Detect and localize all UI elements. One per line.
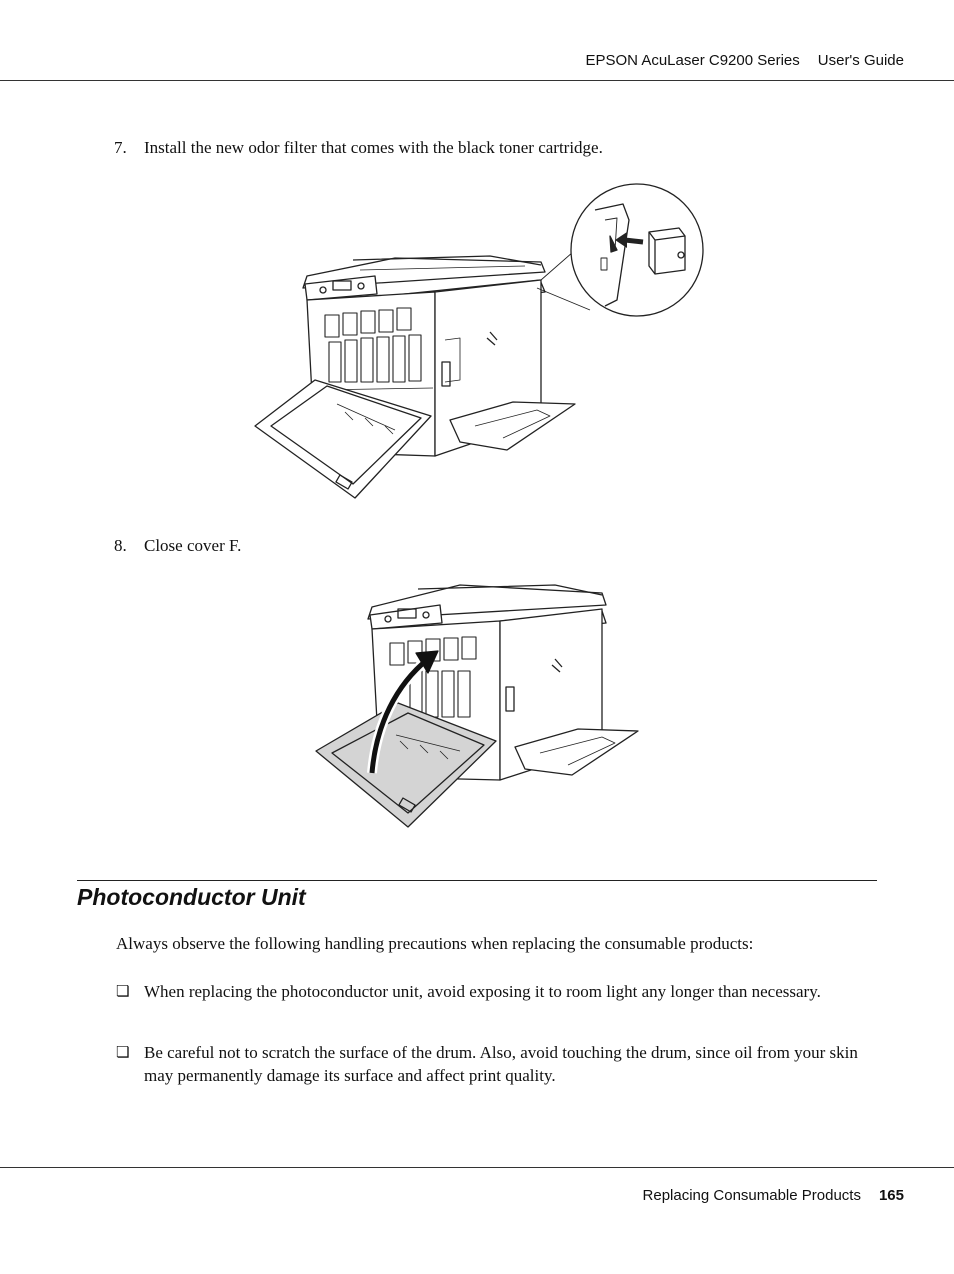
header-rule	[0, 80, 954, 81]
page-footer: Replacing Consumable Products 165	[643, 1187, 904, 1204]
footer-chapter: Replacing Consumable Products	[642, 1187, 861, 1204]
page-number: 165	[878, 1187, 904, 1204]
bullet-text: When replacing the photoconductor unit, …	[144, 982, 821, 1001]
header-guide: User's Guide	[817, 52, 904, 69]
bullet-marker: ❏	[116, 1044, 130, 1061]
step-text: Install the new odor filter that comes w…	[144, 138, 603, 157]
bullet-item: ❏ When replacing the photoconductor unit…	[116, 980, 886, 1003]
step-8: 8. Close cover F.	[114, 536, 241, 556]
bullet-item: ❏ Be careful not to scratch the surface …	[116, 1041, 886, 1087]
header-product: EPSON AcuLaser C9200 Series	[585, 52, 800, 69]
step-number: 8.	[114, 536, 127, 555]
step-text: Close cover F.	[144, 536, 242, 555]
step-7: 7. Install the new odor filter that comes…	[114, 138, 603, 158]
step-number: 7.	[114, 138, 127, 157]
bullet-text: Be careful not to scratch the surface of…	[144, 1043, 858, 1085]
section-title: Photoconductor Unit	[77, 884, 306, 910]
bullet-marker: ❏	[116, 983, 130, 1000]
close-cover-illustration	[315, 584, 639, 828]
odor-filter-illustration	[254, 183, 704, 499]
page-header: EPSON AcuLaser C9200 Series User's Guide	[585, 52, 904, 69]
footer-rule	[0, 1167, 954, 1168]
section-rule	[77, 880, 877, 881]
section-intro: Always observe the following handling pr…	[116, 934, 754, 953]
